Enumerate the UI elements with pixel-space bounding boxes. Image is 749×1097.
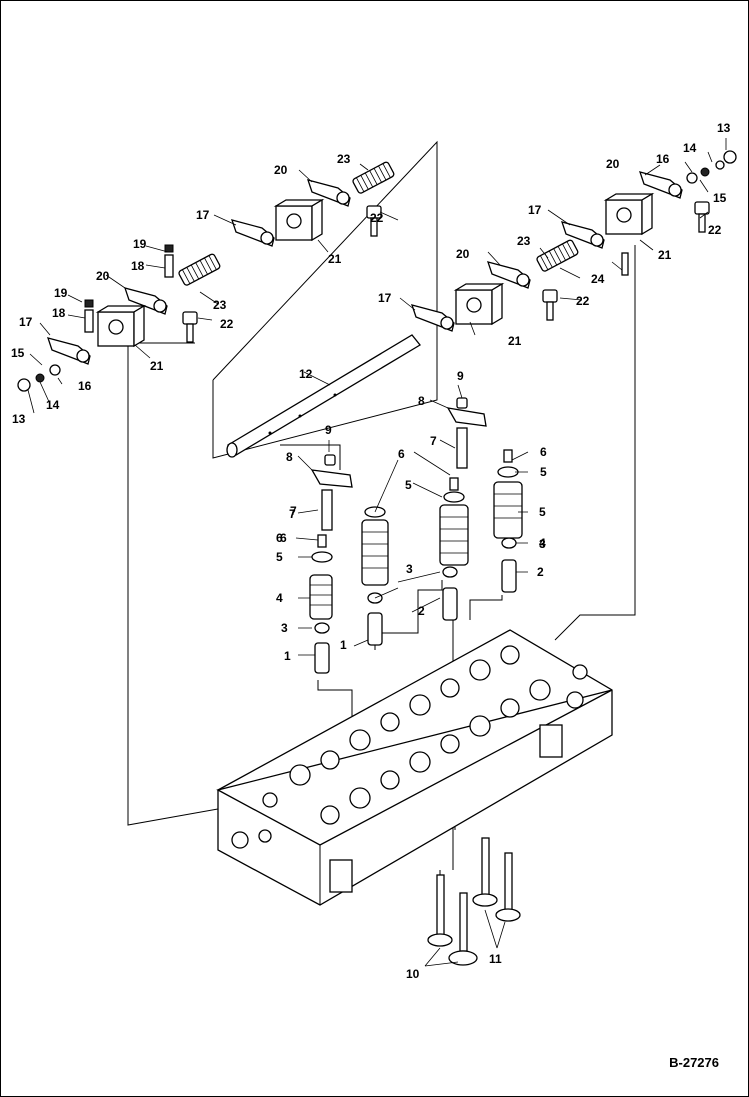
rocker-arms: [47, 171, 683, 365]
callout-19: 19: [133, 237, 147, 251]
callout-17: 17: [528, 203, 542, 217]
callout-2: 2: [418, 604, 425, 618]
callout-5: 5: [540, 465, 547, 479]
callout-4: 5: [539, 505, 546, 519]
callout-10: 10: [406, 967, 420, 981]
callout-5: 5: [276, 550, 283, 564]
callout-8: 8: [286, 450, 293, 464]
callout-22: 22: [370, 211, 384, 225]
callout-22: 22: [220, 317, 234, 331]
rocker-shaft: [226, 334, 421, 458]
valve-train-right: [493, 449, 523, 593]
valve-train-mid-left: [361, 506, 389, 646]
callout-15: 15: [713, 191, 727, 205]
callout-15: 15: [11, 346, 25, 360]
callout-17: 17: [19, 315, 33, 329]
callout-3: 3: [281, 621, 288, 635]
callout-19: 19: [54, 286, 68, 300]
callout-4: 4: [276, 591, 283, 605]
callout-13: 13: [12, 412, 26, 426]
callout-23: 23: [213, 298, 227, 312]
bolts: [17, 150, 737, 392]
callout-20: 20: [274, 163, 288, 177]
callout-9: 9: [325, 423, 332, 437]
callout-23: 23: [337, 152, 351, 166]
callout-18: 18: [131, 259, 145, 273]
callout-3: 3: [539, 537, 546, 551]
callout-3: 3: [406, 562, 413, 576]
callout-4: 4: [539, 536, 546, 550]
valve-train-mid-right: [439, 397, 487, 621]
callout-21: 21: [658, 248, 672, 262]
callout-21: 21: [150, 359, 164, 373]
callout-13: 13: [717, 121, 731, 135]
callout-24: 24: [591, 272, 605, 286]
leader-lines: [27, 138, 727, 967]
callout-6: 6: [540, 445, 547, 459]
callout-6: 6: [280, 531, 287, 545]
callout-5: 5: [405, 478, 412, 492]
callout-21: 21: [508, 334, 522, 348]
callout-2: 2: [537, 565, 544, 579]
rocker-brackets: [95, 192, 655, 348]
callout-16: 16: [656, 152, 670, 166]
drawing-reference-number: B-27276: [669, 1055, 719, 1070]
callout-7: 7: [430, 434, 437, 448]
callout-6: 6: [398, 447, 405, 461]
callout-23: 23: [517, 234, 531, 248]
callout-12: 12: [299, 367, 313, 381]
callout-18: 18: [52, 306, 66, 320]
valves: [427, 837, 521, 966]
valve-train-left: [309, 454, 353, 674]
callout-17: 17: [378, 291, 392, 305]
callout-9: 9: [457, 369, 464, 383]
callout-14: 14: [46, 398, 60, 412]
cylinder-head: [216, 629, 613, 906]
callout-1: 1: [284, 649, 291, 663]
callout-1: 1: [340, 638, 347, 652]
callout-22: 22: [708, 223, 722, 237]
callout-16: 16: [78, 379, 92, 393]
callout-11: 11: [489, 952, 502, 966]
callout-22: 22: [576, 294, 590, 308]
callout-20: 20: [96, 269, 110, 283]
callout-17: 17: [196, 208, 210, 222]
rocker-springs: [178, 161, 579, 286]
callout-20: 20: [456, 247, 470, 261]
callout-14: 14: [683, 141, 697, 155]
callout-7: 7: [290, 504, 297, 518]
callout-labels: 13 14 16 20 15 23 22 21 17 24 20 22 17 2…: [11, 121, 731, 981]
callout-7: 7: [289, 507, 296, 521]
callout-8: 8: [418, 394, 425, 408]
callout-20: 20: [606, 157, 620, 171]
callout-6: 6: [276, 531, 283, 545]
callout-21: 21: [328, 252, 342, 266]
